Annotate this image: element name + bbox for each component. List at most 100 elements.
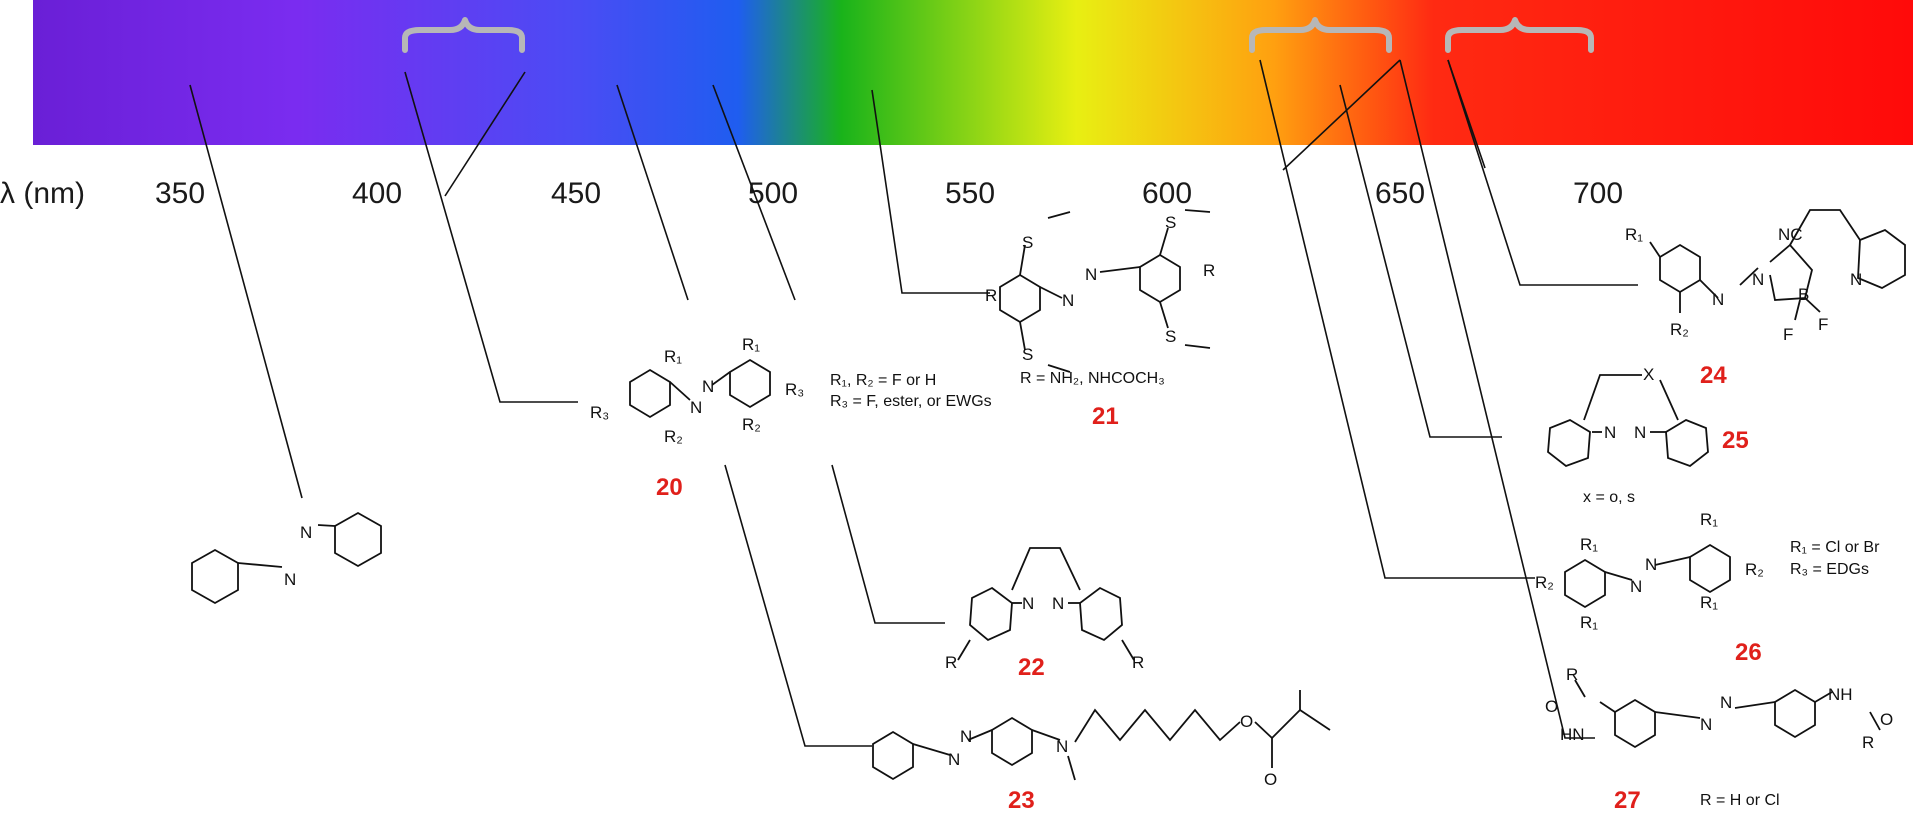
leader-23 (724, 464, 872, 747)
atom-27-r2: R (1862, 733, 1874, 752)
atom-24-f1: F (1783, 325, 1793, 344)
atom-24-n2: N (1752, 270, 1764, 289)
leader-21 (712, 84, 796, 301)
structure-22: N N R R (945, 547, 1144, 672)
atom-22-r2: R (1132, 653, 1144, 672)
atom-20-r2b: R₂ (742, 415, 761, 434)
tick-450: 450 (551, 177, 601, 210)
atom-24-n3: N (1850, 270, 1862, 289)
compound-id-26: 26 (1735, 639, 1762, 666)
structure-27: R O HN N N NH O R (1545, 665, 1893, 752)
atom-23-o2: O (1264, 770, 1277, 789)
structure-21: N N S S S S R R (985, 209, 1215, 373)
compound-id-27: 27 (1614, 787, 1641, 814)
atom-20-n2: N (702, 377, 714, 396)
atom-20-n1: N (690, 398, 702, 417)
tick-600: 600 (1142, 177, 1192, 210)
leader-21b (871, 89, 990, 294)
leader-24 (1447, 59, 1638, 286)
leader-27 (1399, 59, 1595, 739)
atom-20-r1b: R₁ (742, 335, 760, 354)
atom-21-s4: S (1165, 327, 1176, 346)
atom-26-n2: N (1645, 555, 1657, 574)
atom-26-r1d: R₁ (1700, 593, 1718, 612)
atom-23-n1: N (948, 750, 960, 769)
leader-20-right (616, 84, 689, 301)
atom-24-b: B (1798, 285, 1809, 304)
atom-26-r1c: R₁ (1700, 510, 1718, 529)
tick-550: 550 (945, 177, 995, 210)
atom-26-r2b: R₂ (1745, 560, 1764, 579)
atom-20-r3b: R₃ (785, 380, 804, 399)
atom-24-r2: R₂ (1670, 320, 1689, 339)
atom-20-r1a: R₁ (664, 347, 682, 366)
brace-625-660 (1249, 17, 1392, 53)
leader-26 (1259, 59, 1535, 579)
atom-24-f2: F (1818, 315, 1828, 334)
leader-22 (831, 464, 945, 624)
leader-lines (189, 59, 1638, 747)
atom-21-r1: R (985, 286, 997, 305)
atom-27-n2: N (1720, 693, 1732, 712)
substituents-26-line2: R₃ = EDGs (1790, 561, 1869, 578)
tick-400: 400 (352, 177, 402, 210)
leader-20-left (404, 71, 578, 403)
atom-23-n2: N (960, 727, 972, 746)
substituents-26-line1: R₁ = Cl or Br (1790, 539, 1880, 556)
compound-id-20: 20 (656, 474, 683, 501)
atom-21-n1: N (1062, 291, 1074, 310)
brace-400-430 (402, 17, 525, 53)
atom-26-r1a: R₁ (1580, 535, 1598, 554)
tick-650: 650 (1375, 177, 1425, 210)
atom-23-o1: O (1240, 712, 1253, 731)
compound-id-22: 22 (1018, 654, 1045, 681)
tick-700: 700 (1573, 177, 1623, 210)
substituents-20-line2: R₃ = F, ester, or EWGs (830, 393, 992, 410)
atom-27-o1: O (1545, 697, 1558, 716)
atom-n2: N (300, 523, 312, 542)
atom-27-o2: O (1880, 710, 1893, 729)
atom-27-r1: R (1566, 665, 1578, 684)
atom-23-n3: N (1056, 737, 1068, 756)
atom-27-nh: NH (1828, 685, 1853, 704)
substituents-20-line1: R₁, R₂ = F or H (830, 372, 936, 389)
axis-label: λ (nm) (0, 177, 85, 210)
atom-21-s1: S (1022, 233, 1033, 252)
compound-id-25: 25 (1722, 427, 1749, 454)
structure-24: R₁ R₂ NC N N B N F F (1625, 209, 1906, 344)
atom-24-n1: N (1712, 290, 1724, 309)
atom-21-r2: R (1203, 261, 1215, 280)
atom-25-n1: N (1604, 423, 1616, 442)
atom-21-s2: S (1022, 345, 1033, 364)
atom-25-n2: N (1634, 423, 1646, 442)
spectrum-bar (33, 0, 1913, 145)
brace-680-720 (1445, 17, 1594, 53)
structure-20: N N R₁ R₃ R₂ R₁ R₃ R₂ (590, 335, 804, 446)
atom-20-r2a: R₂ (664, 427, 683, 446)
structure-azobenzene: N N (191, 511, 382, 605)
compound-id-21: 21 (1092, 403, 1119, 430)
atom-22-n2: N (1052, 594, 1064, 613)
leader-25 (1339, 84, 1502, 438)
atom-21-n2: N (1085, 265, 1097, 284)
leader-brace-mid (1282, 59, 1401, 171)
atom-26-r2a: R₂ (1535, 573, 1554, 592)
substituents-21: R = NH₂, NHCOCH₃ (1020, 370, 1165, 387)
leader-brace-left (444, 71, 526, 197)
leader-azobenzene (189, 84, 303, 499)
atom-22-n1: N (1022, 594, 1034, 613)
atom-24-nc: NC (1778, 225, 1803, 244)
substituents-27: R = H or Cl (1700, 792, 1780, 809)
substituents-25: x = o, s (1583, 489, 1635, 506)
atom-21-s3: S (1165, 213, 1176, 232)
atom-20-r3a: R₃ (590, 403, 609, 422)
structure-23: N N N O O (872, 690, 1331, 789)
tick-350: 350 (155, 177, 205, 210)
atom-n1: N (284, 570, 296, 589)
atom-26-r1b: R₁ (1580, 613, 1598, 632)
atom-27-n1: N (1700, 715, 1712, 734)
compound-id-24: 24 (1700, 362, 1727, 389)
structure-26: N N R₁ R₂ R₁ R₁ R₂ R₁ (1535, 510, 1764, 632)
